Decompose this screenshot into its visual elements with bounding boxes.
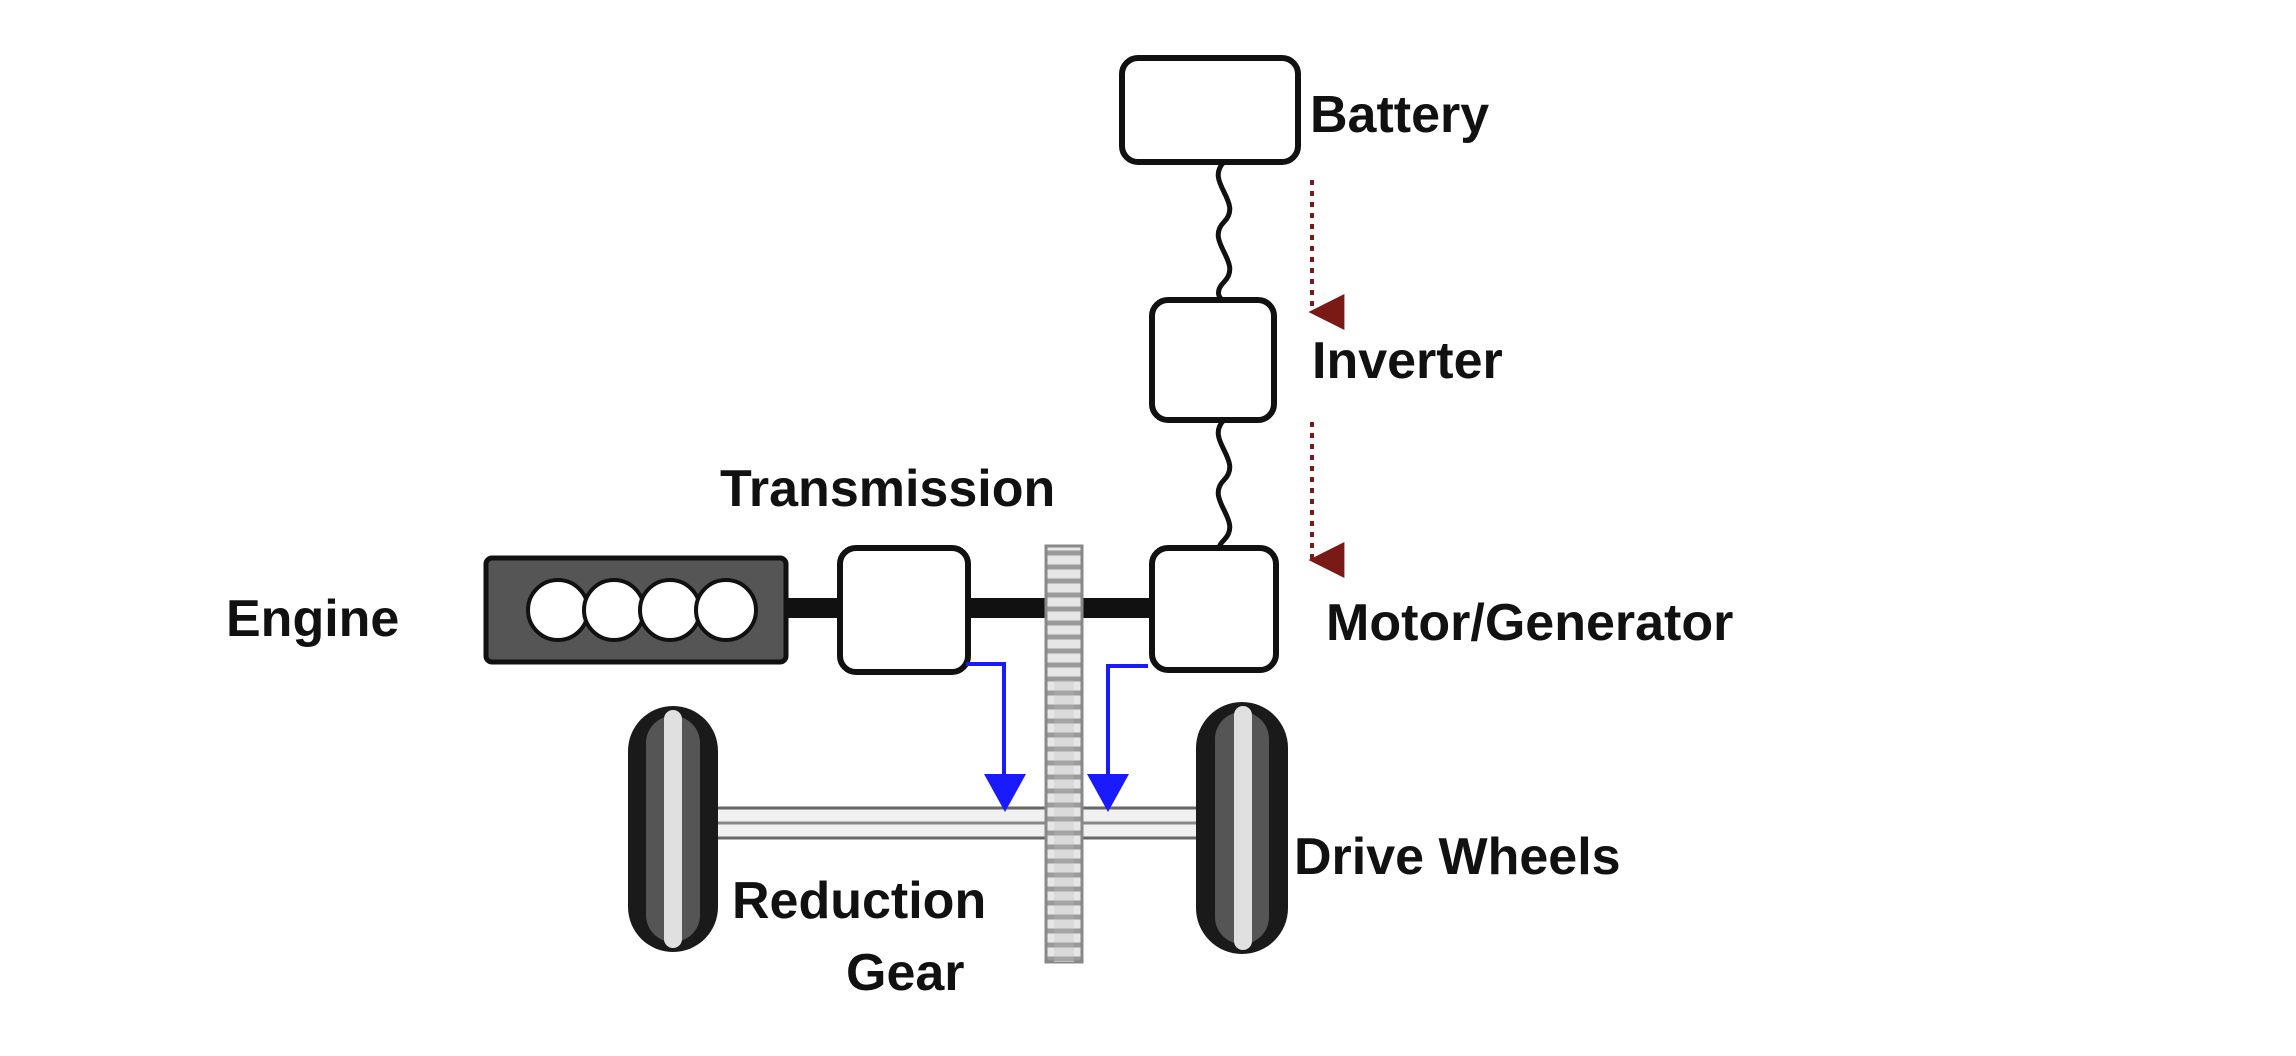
- transmission-box: [837, 545, 971, 675]
- inverter-motor-cable: [1215, 418, 1233, 559]
- engine-cylinders-icon: [483, 555, 789, 665]
- motor-generator-label: Motor/Generator: [1326, 594, 1733, 652]
- battery-label: Battery: [1310, 86, 1489, 144]
- battery-box: [1119, 55, 1301, 165]
- transmission-label: Transmission: [720, 460, 1055, 518]
- flow-arrow-icon: [966, 662, 1026, 812]
- engine-label: Engine: [226, 590, 399, 648]
- flow-arrow-icon: [1087, 664, 1148, 812]
- wheel-icon: [628, 706, 718, 952]
- wheel-icon: [1196, 702, 1288, 954]
- inverter-label: Inverter: [1312, 332, 1503, 390]
- battery-inverter-cable: [1215, 160, 1233, 303]
- drive-wheels-label: Drive Wheels: [1294, 828, 1621, 886]
- inverter-box: [1149, 297, 1277, 423]
- reduction-gear-label-line2: Gear: [846, 944, 965, 1002]
- reduction-gear-label-line1: Reduction: [732, 872, 986, 930]
- motor-generator-box: [1149, 545, 1279, 673]
- gear-icon: [1044, 544, 1084, 964]
